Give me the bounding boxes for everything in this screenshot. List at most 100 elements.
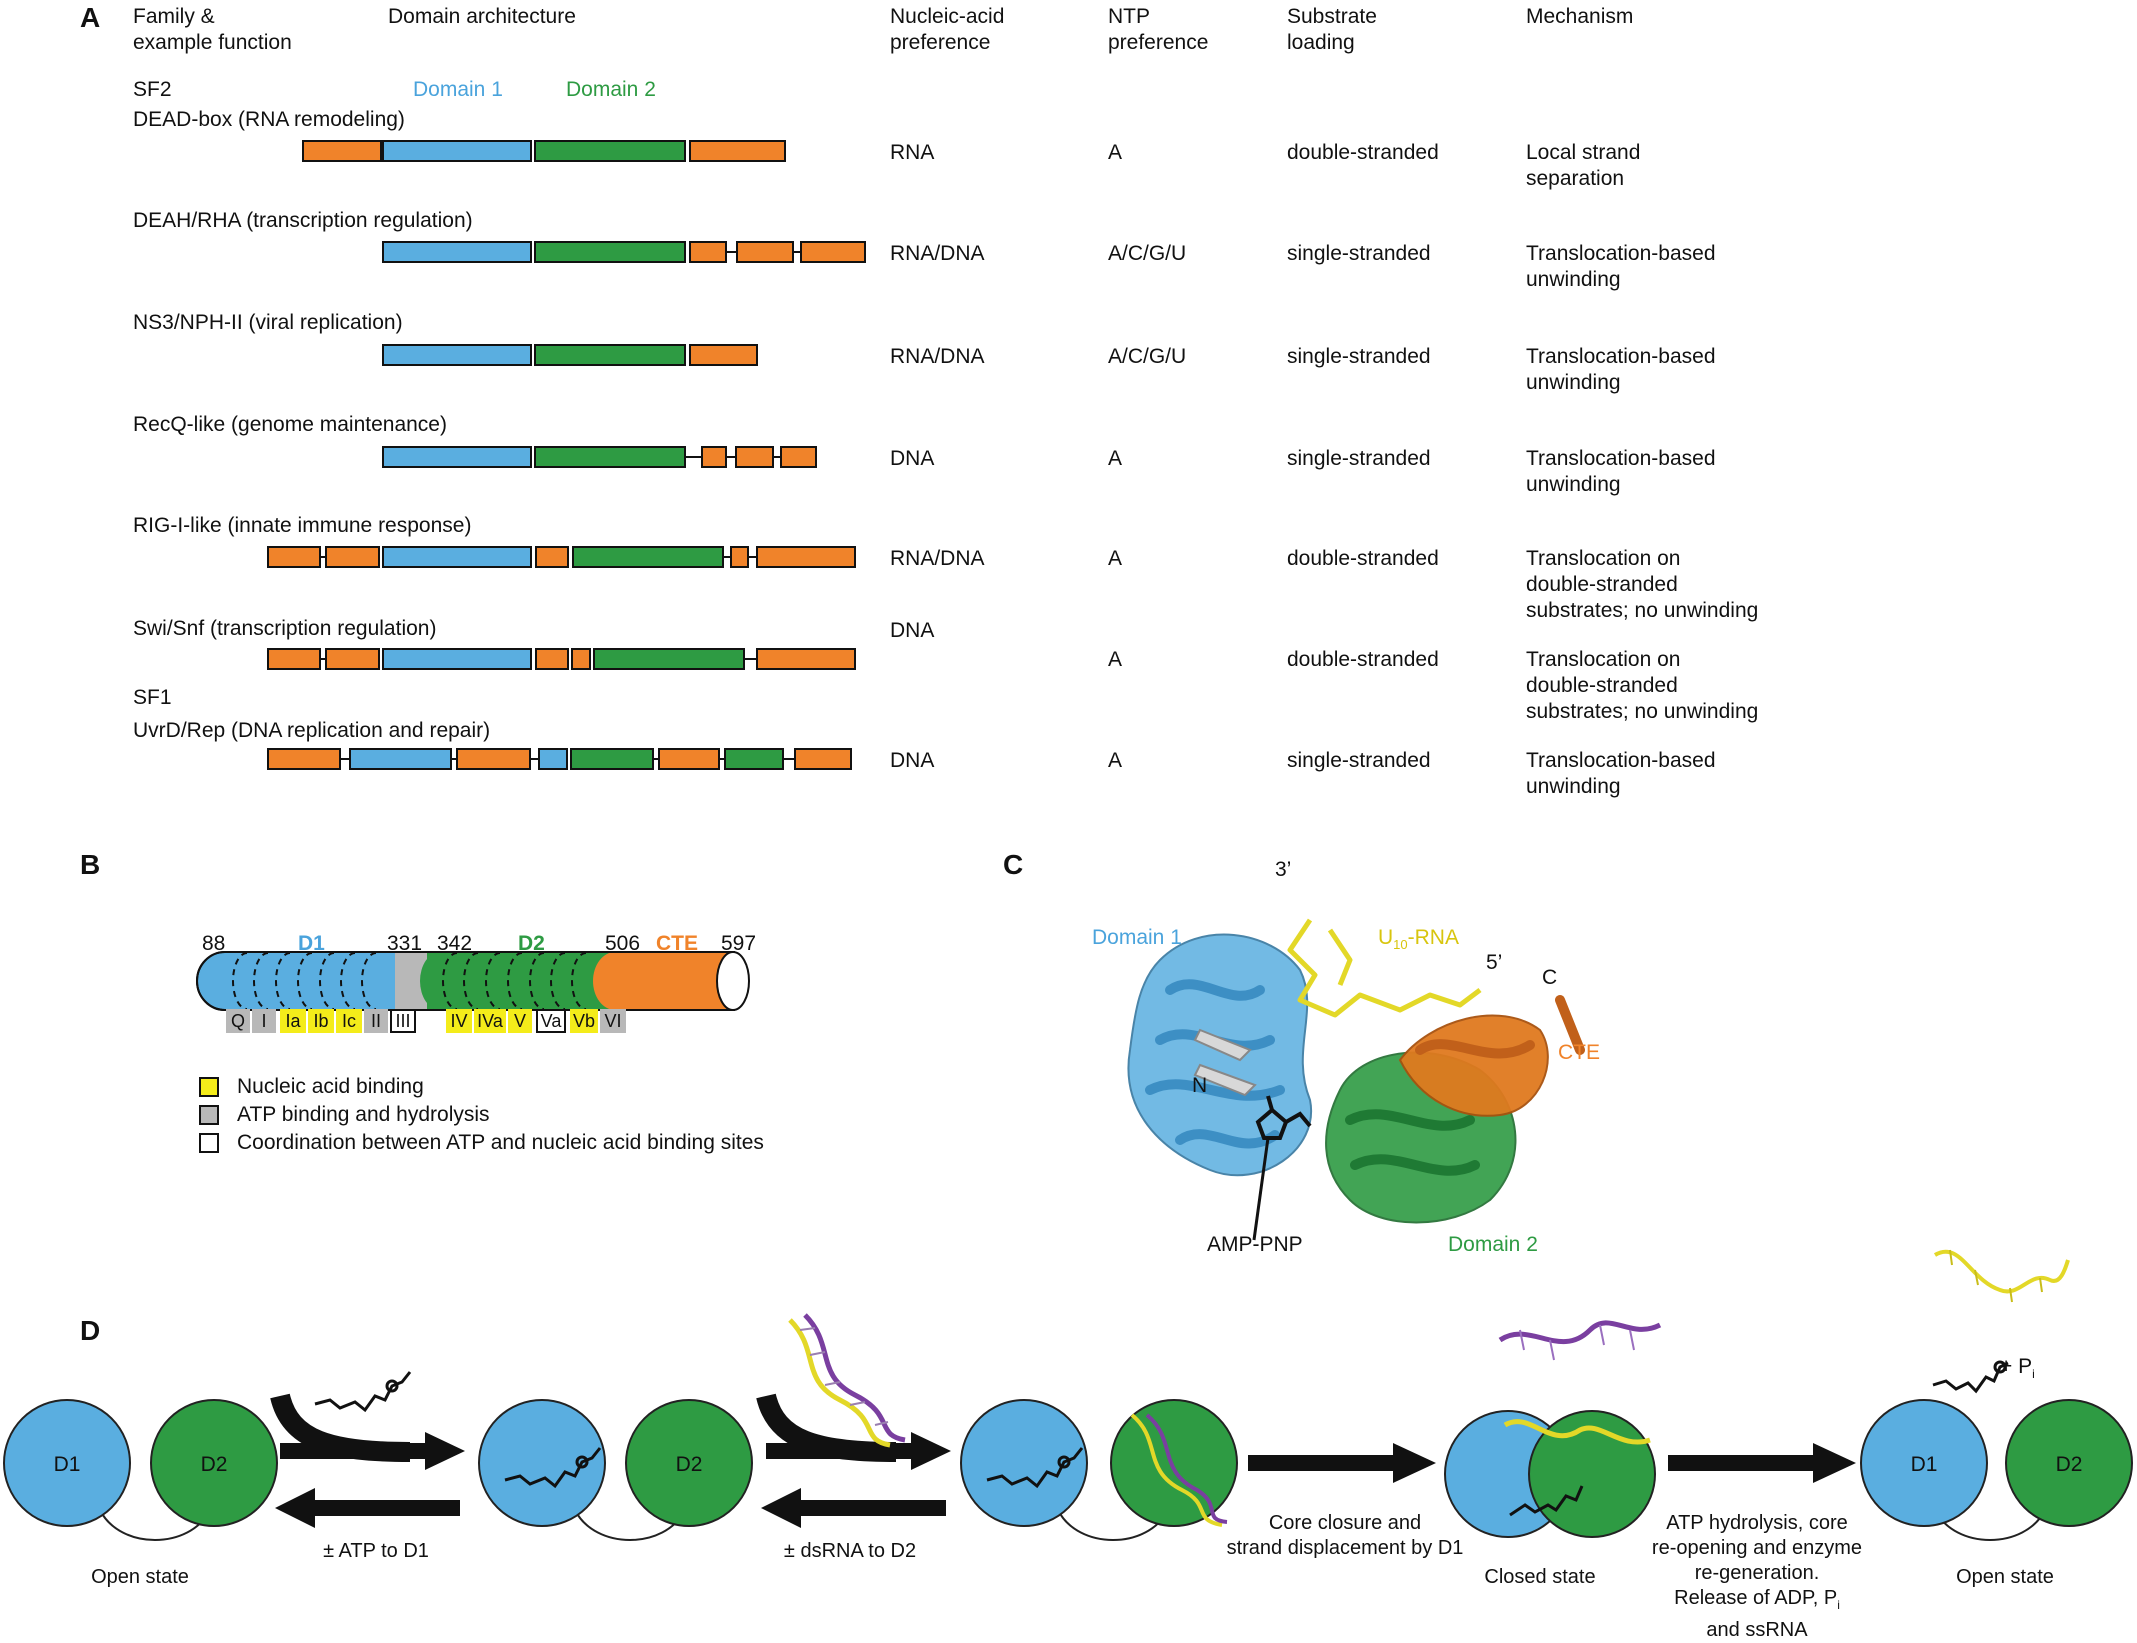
d1-open-state: D1 bbox=[3, 1399, 131, 1527]
d1-open-state-final: D1 bbox=[1860, 1399, 1988, 1527]
c-domain1-label: Domain 1 bbox=[1092, 926, 1182, 949]
domain1-bar bbox=[382, 546, 532, 568]
step3-label: Core closure and strand displacement by … bbox=[1226, 1512, 1464, 1559]
linker bbox=[727, 456, 735, 458]
atp-molecule-icon bbox=[314, 1371, 412, 1413]
linker bbox=[745, 658, 756, 660]
accessory-domain bbox=[794, 748, 852, 770]
position-331: 331 bbox=[387, 932, 423, 955]
loading-value: single-stranded bbox=[1287, 447, 1431, 470]
mechanism-value: Translocation-based unwinding bbox=[1526, 447, 1716, 496]
accessory-domain bbox=[735, 446, 774, 468]
domain1-bar bbox=[382, 241, 532, 263]
amp-pnp-label: AMP-PNP bbox=[1207, 1233, 1303, 1256]
accessory-domain bbox=[689, 140, 786, 162]
accessory-domain bbox=[780, 446, 817, 468]
family-label: Swi/Snf (transcription regulation) bbox=[133, 617, 437, 640]
domain1-key-label: Domain 1 bbox=[413, 78, 503, 101]
panel-c-label: C bbox=[1003, 849, 1024, 880]
step2-label: ± dsRNA to D2 bbox=[783, 1540, 917, 1562]
mechanism-value: Translocation-based unwinding bbox=[1526, 242, 1716, 291]
accessory-domain bbox=[658, 748, 720, 770]
reversible-arrow-atp bbox=[270, 1393, 465, 1528]
family-label: DEAD-box (RNA remodeling) bbox=[133, 108, 405, 131]
five-prime-label: 5’ bbox=[1486, 951, 1503, 974]
header-family: Family & example function bbox=[133, 5, 292, 54]
loading-value: double-stranded bbox=[1287, 547, 1439, 570]
motif-iva: IVa bbox=[474, 1009, 506, 1033]
mechanism-value: Translocation-based unwinding bbox=[1526, 345, 1716, 394]
family-label: RIG-I-like (innate immune response) bbox=[133, 514, 472, 537]
motif-q: Q bbox=[226, 1009, 250, 1033]
d2-open-state-final: D2 bbox=[2005, 1399, 2133, 1527]
dsrna-molecule-icon bbox=[788, 1313, 906, 1448]
legend-coordination: Coordination between ATP and nucleic aci… bbox=[237, 1131, 764, 1154]
accessory-domain bbox=[267, 546, 321, 568]
motif-i: I bbox=[252, 1009, 276, 1033]
d1-label: D1 bbox=[298, 932, 325, 955]
domain2-bar bbox=[572, 546, 724, 568]
motif-ib: Ib bbox=[308, 1009, 334, 1033]
panel-a-label: A bbox=[80, 2, 101, 33]
arrow-reopening bbox=[1668, 1443, 1856, 1483]
motif-ic: Ic bbox=[336, 1009, 362, 1033]
group-sf2: SF2 bbox=[133, 78, 172, 101]
linker bbox=[654, 758, 658, 760]
domain1-bar bbox=[382, 344, 532, 366]
accessory-domain bbox=[456, 748, 531, 770]
motif-iii: III bbox=[390, 1009, 416, 1033]
motif-ii: II bbox=[364, 1009, 388, 1033]
d2-open-state: D2 bbox=[150, 1399, 278, 1527]
position-597: 597 bbox=[721, 932, 757, 955]
accessory-domain bbox=[535, 648, 569, 670]
nucleic-acid-value: DNA bbox=[890, 447, 935, 470]
domain2-bar bbox=[534, 344, 686, 366]
nucleic-acid-value: DNA bbox=[890, 749, 935, 772]
family-label: NS3/NPH-II (viral replication) bbox=[133, 311, 403, 334]
linker bbox=[341, 758, 349, 760]
motif-strip: Q I Ia Ib Ic II III IV IVa V Va Vb VI bbox=[0, 1009, 700, 1035]
mechanism-value: Local strand separation bbox=[1526, 141, 1641, 190]
domain2-bar bbox=[724, 748, 784, 770]
nucleic-acid-value: RNA bbox=[890, 141, 935, 164]
legend-swatch-atp bbox=[199, 1105, 219, 1125]
header-domain-architecture: Domain architecture bbox=[388, 5, 576, 28]
accessory-domain bbox=[756, 648, 856, 670]
motif-va: Va bbox=[536, 1009, 566, 1033]
d2-state2: D2 bbox=[625, 1399, 753, 1527]
ntp-value: A bbox=[1108, 547, 1123, 570]
nucleic-acid-value: DNA bbox=[890, 619, 935, 642]
step1-label: ± ATP to D1 bbox=[323, 1540, 429, 1562]
nucleic-acid-value: RNA/DNA bbox=[890, 345, 985, 368]
dsrna-bound-icon bbox=[1130, 1413, 1228, 1527]
step4-label: ATP hydrolysis, core re-opening and enzy… bbox=[1651, 1512, 1863, 1641]
motif-ia: Ia bbox=[280, 1009, 306, 1033]
position-88: 88 bbox=[202, 932, 226, 955]
loading-value: single-stranded bbox=[1287, 749, 1431, 772]
linker bbox=[774, 456, 780, 458]
closed-state-caption: Closed state bbox=[1484, 1566, 1596, 1588]
c-cte-label: CTE bbox=[1558, 1041, 1600, 1064]
domain-cylinder bbox=[196, 951, 750, 1011]
cte-label: CTE bbox=[656, 932, 698, 955]
panel-d-label: D bbox=[80, 1315, 101, 1346]
released-phosphate-label: + Pi bbox=[2000, 1355, 2035, 1382]
ntp-value: A bbox=[1108, 749, 1123, 772]
domain2-bar bbox=[570, 748, 654, 770]
accessory-domain bbox=[736, 241, 794, 263]
linker bbox=[784, 758, 794, 760]
linker bbox=[749, 556, 756, 558]
ntp-value: A bbox=[1108, 447, 1123, 470]
loading-value: double-stranded bbox=[1287, 141, 1439, 164]
group-sf1: SF1 bbox=[133, 686, 172, 709]
arrow-closure bbox=[1248, 1443, 1436, 1483]
accessory-domain bbox=[267, 748, 341, 770]
ntp-value: A/C/G/U bbox=[1108, 242, 1187, 265]
c-terminus-label: C bbox=[1542, 966, 1558, 989]
accessory-domain bbox=[701, 446, 727, 468]
position-506: 506 bbox=[605, 932, 641, 955]
loading-value: single-stranded bbox=[1287, 242, 1431, 265]
header-ntp: NTP preference bbox=[1108, 5, 1209, 54]
domain1-bar bbox=[538, 748, 568, 770]
linker bbox=[321, 556, 325, 558]
